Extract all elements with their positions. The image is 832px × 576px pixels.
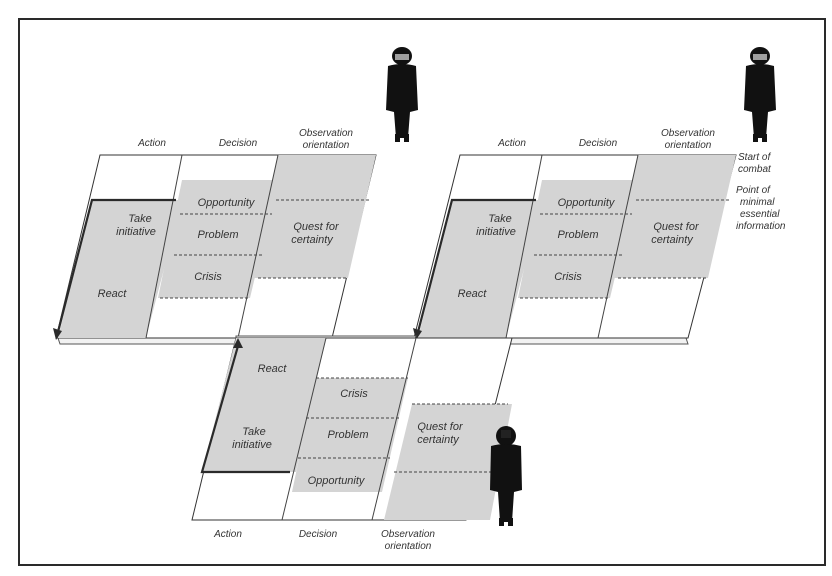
observation-shade [250, 155, 376, 278]
quest-label: Quest for [653, 221, 700, 233]
note-combat: combat [738, 164, 772, 175]
react-label: React [458, 288, 488, 300]
header-observation: Observation [299, 128, 353, 139]
soldier-binoculars-icon [490, 426, 522, 526]
header-orientation: orientation [665, 140, 712, 151]
soldier-binoculars-icon [386, 47, 418, 142]
row-crisis: Crisis [194, 271, 222, 283]
header-decision: Decision [299, 529, 338, 540]
observation-shade [384, 404, 512, 520]
header-decision: Decision [219, 138, 258, 149]
certainty-label: certainty [417, 434, 460, 446]
row-problem: Problem [328, 429, 369, 441]
arrow-head-icon [53, 328, 62, 340]
react-arrow [416, 198, 536, 333]
initiative-label: initiative [116, 226, 156, 238]
initiative-arrow [200, 345, 290, 474]
row-opportunity: Opportunity [308, 475, 366, 487]
certainty-label: certainty [291, 234, 334, 246]
row-opportunity: Opportunity [558, 197, 616, 209]
action-shade [202, 338, 326, 472]
note-start-of: Start of [738, 152, 771, 163]
take-label: Take [128, 213, 151, 225]
row-problem: Problem [558, 229, 599, 241]
top-right-panel: Action Decision Observation orientation … [413, 128, 786, 345]
note-minimal: minimal [740, 197, 775, 208]
note-point-of: Point of [736, 185, 771, 196]
note-essential: essential [740, 209, 780, 220]
soldier-binoculars-icon [744, 47, 776, 142]
quest-label: Quest for [417, 421, 464, 433]
action-shade [58, 200, 182, 338]
initiative-label: initiative [232, 439, 272, 451]
decision-shade [518, 180, 638, 298]
decision-shade [158, 180, 278, 298]
initiative-label: initiative [476, 226, 516, 238]
row-problem: Problem [198, 229, 239, 241]
quest-label: Quest for [293, 221, 340, 233]
header-orientation: orientation [385, 541, 432, 552]
bottom-panel: Action Decision Observation orientation … [191, 335, 513, 552]
take-label: Take [242, 426, 265, 438]
action-shade [418, 200, 542, 338]
note-information: information [736, 221, 786, 232]
row-opportunity: Opportunity [198, 197, 256, 209]
header-observation: Observation [661, 128, 715, 139]
header-orientation: orientation [303, 140, 350, 151]
take-label: Take [488, 213, 511, 225]
header-decision: Decision [579, 138, 618, 149]
arrow-head-icon [233, 338, 243, 348]
row-crisis: Crisis [554, 271, 582, 283]
top-left-panel: Action Decision Observation orientation … [53, 128, 417, 345]
react-label: React [98, 288, 128, 300]
header-action: Action [213, 529, 242, 540]
header-observation: Observation [381, 529, 435, 540]
header-action: Action [137, 138, 166, 149]
decision-shade [292, 378, 408, 492]
react-label: React [258, 363, 288, 375]
row-crisis: Crisis [340, 388, 368, 400]
certainty-label: certainty [651, 234, 694, 246]
observation-shade [610, 155, 736, 278]
react-arrow [56, 198, 176, 333]
header-action: Action [497, 138, 526, 149]
